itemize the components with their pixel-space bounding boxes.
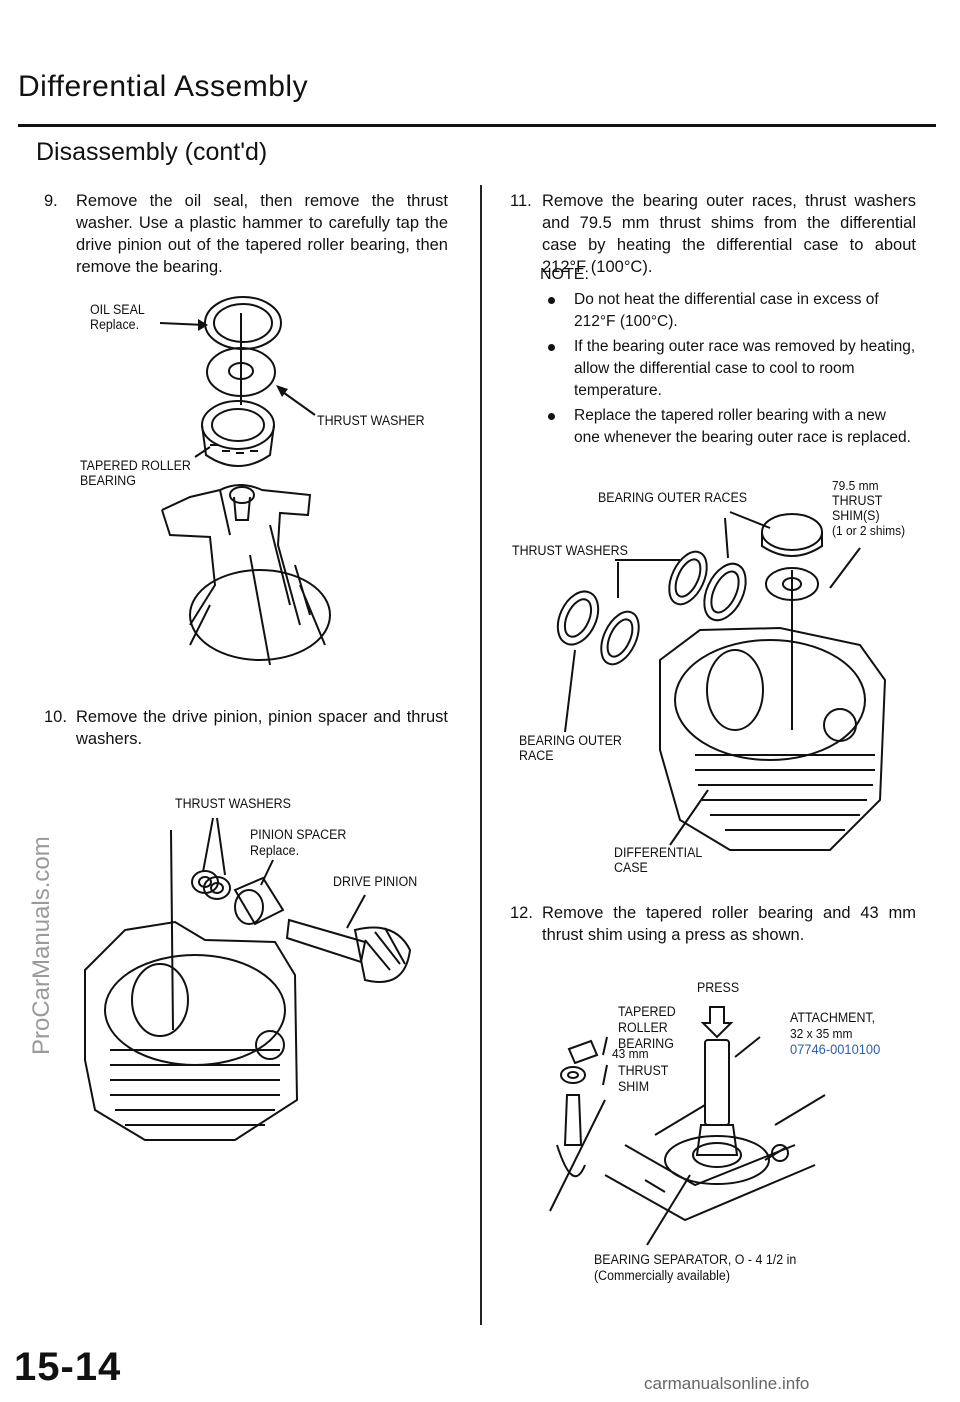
step-9: 9. Remove the oil seal, then remove the … [44, 190, 448, 278]
label-shim-size: 79.5 mm [832, 478, 879, 493]
step-text: Remove the oil seal, then remove the thr… [76, 192, 448, 276]
label-bearing-outer-races: BEARING OUTER RACES [598, 490, 748, 505]
label-case: CASE [614, 860, 648, 875]
page-number: 15-14 [14, 1345, 122, 1389]
figure-differential-case [530, 500, 930, 870]
label-attachment: ATTACHMENT, [790, 1010, 876, 1025]
note-bullet: If the bearing outer race was removed by… [540, 336, 916, 402]
figure-bearing-press [545, 995, 845, 1245]
label-drive-pinion: DRIVE PINION [333, 874, 418, 889]
label-race: RACE [519, 748, 554, 763]
label-bearing: BEARING [80, 473, 136, 488]
step-text: Remove the bearing outer races, thrust w… [542, 192, 916, 276]
note-bullet: Do not heat the differential case in exc… [540, 289, 916, 333]
label-differential: DIFFERENTIAL [614, 845, 703, 860]
label-tapered: TAPERED [618, 1004, 676, 1019]
watermark-side: ProCarManuals.com [28, 836, 55, 1055]
label-attachment-size: 32 x 35 mm [790, 1026, 853, 1041]
note-block: NOTE: Do not heat the differential case … [540, 266, 916, 449]
note-bullet: Replace the tapered roller bearing with … [540, 405, 916, 449]
title-rule [18, 124, 936, 127]
label-thrust-washer: THRUST WASHER [317, 413, 425, 428]
step-12: 12. Remove the tapered roller bearing an… [510, 902, 916, 946]
label-oil-seal-note: Replace. [90, 317, 140, 332]
label-shim-count: (1 or 2 shims) [832, 523, 906, 538]
label-bearing-outer-race: BEARING OUTER [519, 733, 622, 748]
step-text: Remove the drive pinion, pinion spacer a… [76, 708, 448, 748]
label-bearing-separator: BEARING SEPARATOR, O - 4 1/2 in [594, 1252, 797, 1267]
label-pinion-spacer: PINION SPACER [250, 827, 347, 842]
step-text: Remove the tapered roller bearing and 43… [542, 904, 916, 944]
watermark-bottom: carmanualsonline.info [644, 1374, 810, 1393]
label-pinion-spacer-note: Replace. [250, 843, 300, 858]
label-commercially-available: (Commercially available) [594, 1268, 730, 1283]
step-number: 12. [510, 904, 533, 922]
figure-oil-seal-removal [150, 285, 460, 695]
step-number: 9. [44, 192, 58, 210]
label-shim-size-43: 43 mm [612, 1046, 649, 1061]
label-thrust: THRUST [618, 1063, 669, 1078]
label-bearing-2: BEARING [618, 1036, 674, 1051]
step-10: 10. Remove the drive pinion, pinion spac… [44, 706, 448, 750]
column-divider [480, 185, 482, 1325]
label-thrust-washers: THRUST WASHERS [175, 796, 291, 811]
step-11: 11. Remove the bearing outer races, thru… [510, 190, 916, 278]
label-press: PRESS [697, 980, 740, 995]
section-subtitle: Disassembly (cont'd) [36, 138, 268, 166]
step-number: 10. [44, 708, 67, 726]
label-shim: SHIM [618, 1079, 650, 1094]
label-thrust-washers-2: THRUST WASHERS [512, 543, 628, 558]
label-roller: ROLLER [618, 1020, 668, 1035]
label-tapered-roller: TAPERED ROLLER [80, 458, 191, 473]
step-number: 11. [510, 192, 532, 210]
label-thrust-shims: THRUST [832, 493, 883, 508]
page-title: Differential Assembly [18, 70, 309, 103]
label-shims: SHIM(S) [832, 508, 880, 523]
note-heading: NOTE: [540, 266, 589, 283]
figure-drive-pinion-removal [65, 810, 445, 1170]
label-attachment-part: 07746-0010100 [790, 1041, 881, 1057]
label-oil-seal: OIL SEAL [90, 302, 145, 317]
